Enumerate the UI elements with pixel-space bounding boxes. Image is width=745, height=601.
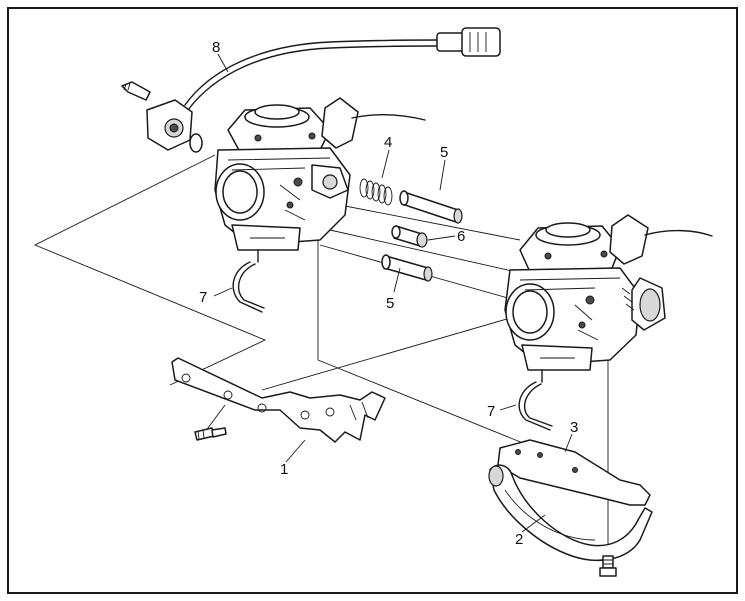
- callout-6: 6: [457, 228, 465, 245]
- carburetor-left: [214, 97, 426, 263]
- leader-lines: [213, 53, 573, 533]
- drain-hose-right: [518, 381, 551, 431]
- coil-spring: [359, 178, 393, 206]
- drain-hose-left: [232, 261, 263, 313]
- connector-housing: [436, 32, 466, 52]
- fitting: [391, 225, 428, 248]
- carburetor-right: [504, 214, 713, 383]
- connector-plug: [461, 27, 501, 57]
- bracket-screw: [194, 427, 227, 441]
- callout-7-left: 7: [199, 289, 207, 306]
- cable-bracket: [497, 439, 651, 506]
- hose-duct: [488, 464, 653, 562]
- callout-labels: 8 4 5 6 5 7 7 1 3 2: [199, 39, 578, 548]
- border: [7, 7, 738, 594]
- callout-8: 8: [212, 39, 220, 56]
- callout-5-lower: 5: [386, 295, 394, 312]
- callout-7-right: 7: [487, 403, 495, 420]
- callout-3: 3: [570, 419, 578, 436]
- callout-5-upper: 5: [440, 144, 448, 161]
- callout-4: 4: [384, 134, 392, 151]
- mounting-bracket: [171, 357, 386, 443]
- callout-1: 1: [280, 461, 288, 478]
- joint-pipe-lower: [381, 254, 433, 282]
- callout-2: 2: [515, 531, 523, 548]
- joint-pipe-upper: [399, 190, 463, 224]
- bottom-screw: [599, 555, 617, 577]
- throttle-sensor-assembly: [121, 27, 501, 153]
- o-ring: [189, 133, 203, 153]
